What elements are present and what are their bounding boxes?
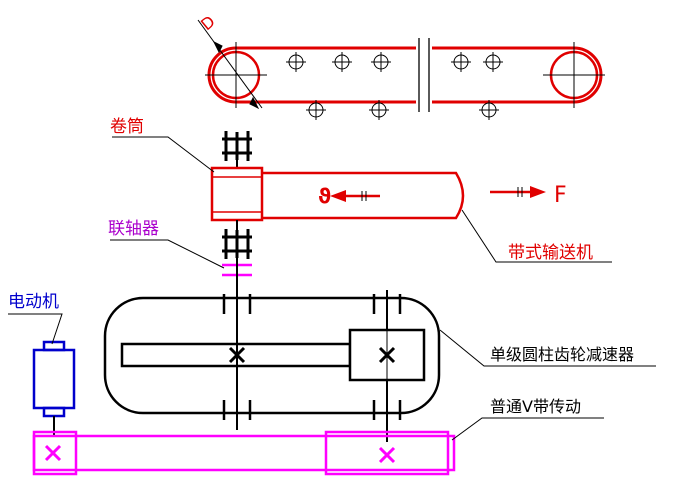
force-symbol: F: [554, 183, 567, 208]
velocity-arrow: [330, 190, 380, 202]
reducer-leader: [439, 329, 656, 367]
reducer-output-shaft: [222, 290, 252, 430]
drum-bearing: [222, 131, 252, 161]
motor-leader: [8, 313, 63, 345]
drum-lower-bearing: [222, 229, 252, 259]
belt-break-marks: [418, 38, 430, 112]
pulley-centerlines: [205, 42, 605, 108]
reducer-housing: [103, 296, 441, 415]
coupling-label: 联轴器: [108, 219, 159, 239]
vbelt-label: 普通V带传动: [490, 397, 581, 416]
motor-label: 电动机: [8, 292, 59, 312]
reducer-label: 单级圆柱齿轮减速器: [490, 345, 634, 364]
conveyor-belt: [207, 46, 603, 104]
diameter-dimension: [197, 19, 263, 110]
motor: [32, 340, 76, 418]
diameter-label: D: [197, 12, 219, 34]
small-pulley-mark: [44, 444, 62, 462]
drum-label: 卷筒: [110, 117, 144, 137]
force-arrow: [490, 186, 546, 198]
large-gear-center-mark: [228, 346, 246, 364]
v-belt-drive: [32, 430, 456, 476]
drum-leader: [112, 136, 215, 173]
coupling-leader: [110, 239, 225, 269]
velocity-symbol: ϑ: [318, 184, 331, 208]
vbelt-leader: [451, 417, 604, 441]
pinion-center-mark: [378, 346, 396, 364]
conveyor-leader: [461, 209, 612, 263]
large-pulley-mark: [378, 446, 396, 464]
conveyor-label: 带式输送机: [508, 243, 593, 263]
rollers: [286, 52, 503, 120]
